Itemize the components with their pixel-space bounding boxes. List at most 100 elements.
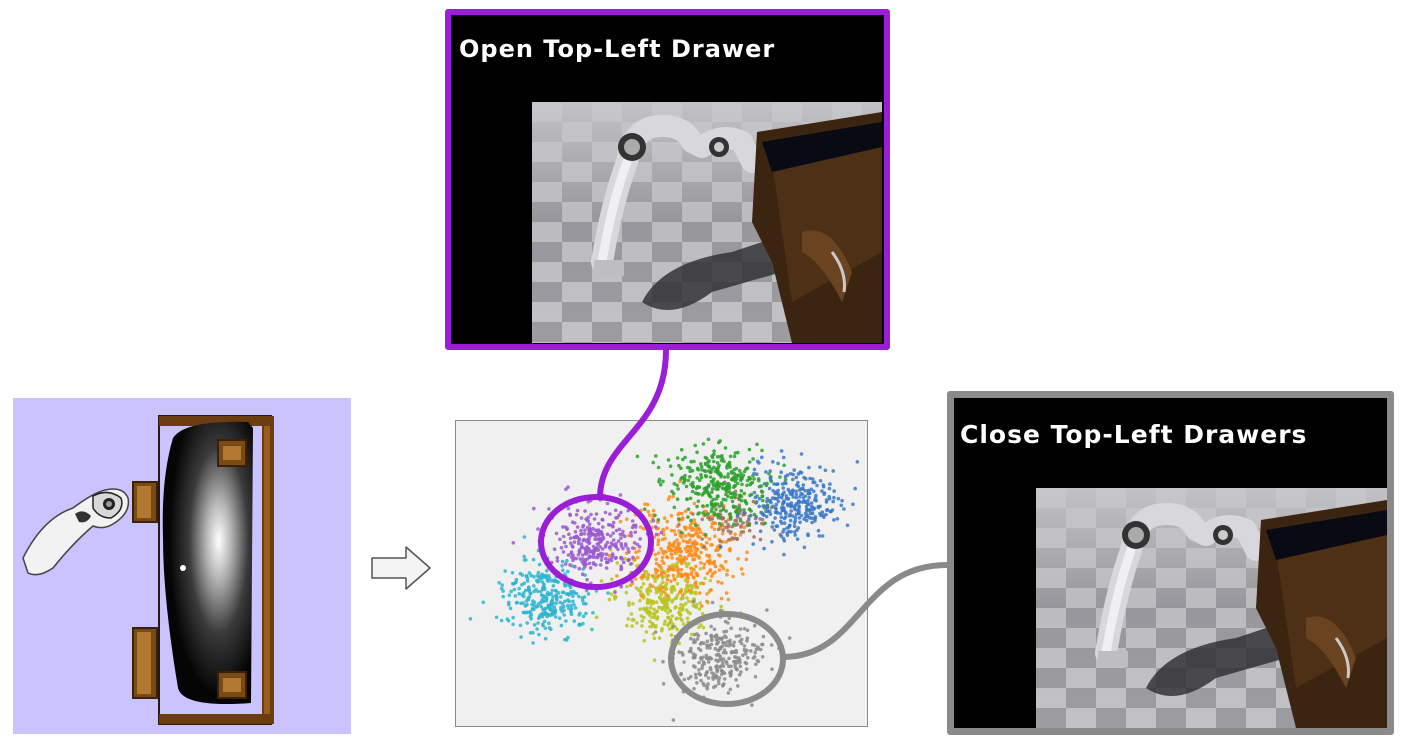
scatter-point [701, 504, 705, 508]
scatter-point [759, 489, 764, 494]
scatter-point [600, 584, 605, 589]
scatter-point [665, 526, 669, 530]
scatter-point [692, 459, 696, 464]
scatter-point [568, 563, 572, 567]
scatter-point [727, 490, 732, 494]
scatter-point [707, 561, 712, 566]
scatter-point [724, 651, 728, 655]
scatter-point [668, 464, 673, 468]
scatter-point [585, 587, 589, 591]
scatter-point [552, 605, 557, 609]
scatter-point [738, 533, 743, 537]
scatter-point [806, 502, 810, 506]
scatter-point [541, 622, 545, 626]
scatter-point [658, 587, 662, 591]
scatter-point [626, 558, 630, 563]
scatter-point [531, 599, 535, 603]
scatter-point [523, 604, 528, 608]
scatter-point [752, 490, 757, 495]
scatter-point [649, 551, 654, 556]
scatter-point [697, 660, 701, 665]
scatter-point [523, 610, 527, 615]
scatter-point [589, 581, 593, 586]
scatter-point [554, 615, 558, 619]
scatter-point [643, 507, 647, 511]
scatter-point [517, 592, 521, 596]
scatter-point [827, 486, 832, 491]
scatter-point [680, 535, 684, 539]
scatter-point [815, 483, 819, 488]
scatter-point [708, 578, 713, 583]
scatter-point [559, 623, 564, 628]
scatter-point [654, 557, 659, 561]
scatter-point [630, 519, 635, 523]
scatter-point [637, 549, 641, 553]
scatter-point [591, 561, 596, 565]
scatter-point [757, 478, 761, 483]
scatter-point [558, 537, 562, 542]
scatter-point [707, 643, 711, 648]
scatter-point [565, 603, 570, 608]
scatter-point [604, 552, 609, 556]
scatter-point [592, 517, 597, 521]
scatter-point [543, 636, 548, 641]
scatter-point [718, 455, 722, 459]
scatter-point [710, 671, 714, 675]
scatter-point [732, 640, 736, 645]
scatter-point [695, 547, 699, 551]
scatter-point [508, 606, 513, 611]
scatter-point [650, 615, 654, 620]
scatter-point [614, 555, 618, 560]
scatter-point [675, 456, 680, 460]
scatter-point [749, 481, 753, 486]
scatter-point [608, 512, 612, 516]
scatter-point [718, 615, 723, 619]
scatter-point [630, 618, 635, 622]
scatter-point [836, 496, 841, 501]
scatter-point [543, 599, 547, 603]
scatter-point [537, 539, 542, 543]
scatter-point [568, 581, 573, 586]
scatter-point [726, 494, 730, 499]
scatter-point [695, 553, 699, 558]
scatter-point [577, 613, 581, 617]
scatter-point [594, 512, 599, 516]
scatter-point [851, 502, 855, 507]
scatter-point [658, 596, 663, 601]
scatter-point [646, 592, 650, 596]
scatter-point [536, 621, 540, 625]
scatter-point [734, 466, 739, 471]
scatter-point [573, 521, 577, 525]
scatter-point [727, 640, 732, 645]
scatter-point [625, 584, 629, 589]
scatter-point [545, 578, 550, 583]
scatter-point [718, 657, 722, 662]
scatter-point [688, 496, 693, 501]
scatter-point [721, 683, 725, 687]
scatter-point [688, 466, 692, 470]
scatter-point [611, 543, 616, 547]
scatter-point [714, 658, 718, 662]
scatter-point [742, 508, 746, 512]
scatter-point [585, 577, 589, 582]
scatter-point [717, 568, 722, 572]
scatter-point [730, 492, 735, 496]
scatter-point [701, 660, 706, 664]
scatter-point [703, 474, 708, 478]
scatter-point [703, 513, 708, 517]
scatter-point [545, 556, 550, 561]
scatter-point [733, 451, 738, 455]
scatter-point [768, 512, 773, 516]
scatter-point [725, 568, 729, 573]
scatter-point [517, 586, 521, 591]
panel-title: Close Top-Left Drawers [960, 420, 1308, 449]
scatter-point [684, 540, 689, 544]
scatter-point [536, 548, 541, 553]
scatter-point [665, 594, 670, 598]
scatter-point [596, 548, 601, 552]
scatter-point [702, 562, 707, 566]
scatter-point [799, 471, 804, 475]
scatter-point [676, 487, 680, 491]
scatter-point [686, 515, 690, 519]
scatter-point [700, 537, 704, 541]
